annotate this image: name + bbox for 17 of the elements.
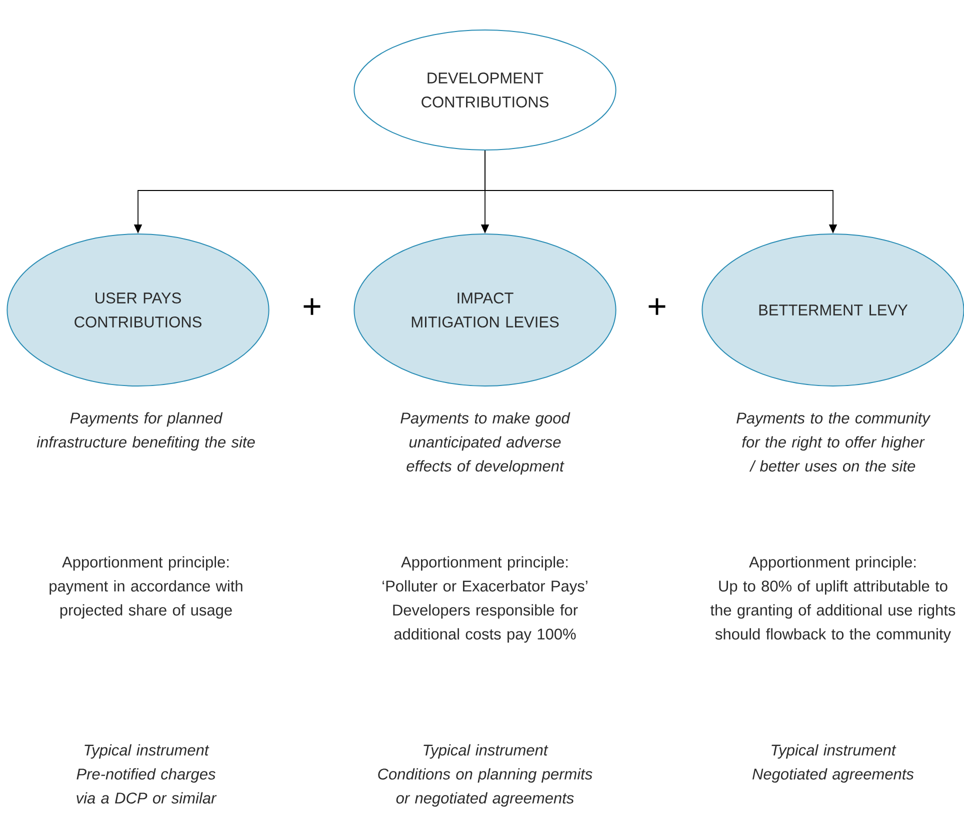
principle-heading: Apportionment principle: [749, 556, 916, 571]
instrument-heading: Typical instrument [772, 744, 896, 759]
plus-sign: + [304, 298, 320, 315]
principle-heading: Apportionment principle: [62, 556, 229, 571]
instrument-text: Pre-notified charges via a DCP or similar [76, 768, 217, 804]
principle-text: ‘Polluter or Exacerbator Pays’ Developers responsible for additional costs pay 100% [382, 580, 588, 643]
instrument-heading: Typical instrument [424, 744, 548, 759]
description-text: Payments for planned infrastructure benefiting the site [36, 412, 255, 451]
description-text: Payments to make good unanticipated adverse effects of development [400, 412, 570, 475]
instrument-text: Negotiated agreements [752, 768, 914, 783]
instrument-heading: Typical instrument [84, 744, 210, 759]
plus-sign: + [648, 298, 666, 315]
principle-heading: Apportionment principle: [401, 556, 568, 571]
principle-text: Up to 80% of uplift attributable to the granting of additional use rights should flowback to the community [710, 580, 956, 643]
principle-text: payment in accordance with projected share of usage [50, 580, 242, 619]
description-text: Payments to the community for the right to offer higher / better uses on the site [736, 412, 931, 472]
instrument-text: Conditions on planning permits or negotiated agreements [378, 768, 592, 807]
